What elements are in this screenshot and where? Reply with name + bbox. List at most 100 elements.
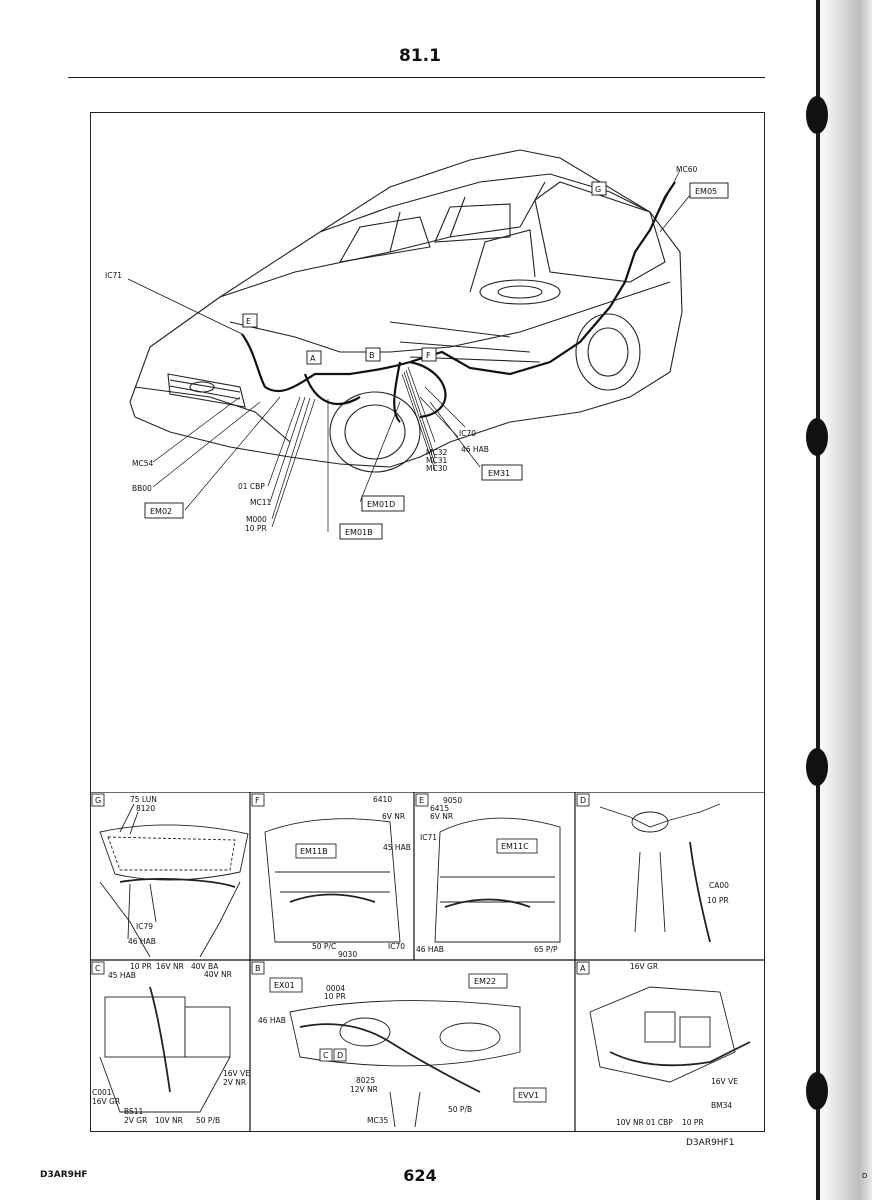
detail-d-label: 10 PR bbox=[707, 896, 729, 905]
detail-f-label: 50 P/C bbox=[312, 942, 336, 951]
detail-c-label: C001 bbox=[92, 1088, 112, 1097]
binder-hole-icon bbox=[806, 418, 828, 456]
detail-d-label: CA00 bbox=[709, 881, 729, 890]
binder-hole-icon bbox=[806, 96, 828, 134]
detail-c-label: 40V NR bbox=[204, 970, 232, 979]
detail-b-label: 8025 bbox=[356, 1076, 375, 1085]
detail-c-label: 50 P/B bbox=[196, 1116, 220, 1125]
detail-views-grid: G F E D C B A 75 LUN 8120 IC79 46 HAB EM… bbox=[90, 792, 764, 1131]
detail-f-label: 6410 bbox=[373, 795, 392, 804]
detail-c-label: 45 HAB bbox=[108, 971, 136, 980]
detail-e-drawing bbox=[434, 817, 561, 943]
vehicle-wiring-overview: E A B F G EM05 EM31 EM01D EM01B EM02 MC6… bbox=[105, 149, 729, 540]
detail-f-label: IC70 bbox=[388, 942, 405, 951]
detail-letter-e: E bbox=[419, 796, 424, 805]
detail-d-drawing bbox=[599, 803, 721, 943]
detail-b-label: MC35 bbox=[367, 1116, 388, 1125]
detail-g-label: 46 HAB bbox=[128, 937, 156, 946]
detail-c-label: 10 PR bbox=[130, 962, 152, 971]
corner-mark: D bbox=[862, 1172, 868, 1180]
detail-c-label: 16V VE bbox=[223, 1069, 250, 1078]
label-mc31: MC31 bbox=[426, 456, 447, 465]
drawing-reference: D3AR9HF1 bbox=[686, 1138, 735, 1148]
detail-a-label: 10 PR bbox=[682, 1118, 704, 1127]
detail-f-label: 9030 bbox=[338, 950, 357, 959]
label-mc32: MC32 bbox=[426, 448, 447, 457]
binder-hole-icon bbox=[806, 748, 828, 786]
detail-c-label: 2V NR bbox=[223, 1078, 246, 1087]
detail-c-drawing bbox=[99, 986, 231, 1113]
document-code: D3AR9HF bbox=[40, 1170, 88, 1180]
detail-g-label: 75 LUN bbox=[130, 795, 157, 804]
connector-em02: EM02 bbox=[150, 507, 172, 516]
detail-f-drawing bbox=[264, 818, 401, 943]
label-ic70: IC70 bbox=[459, 429, 476, 438]
detail-e-label: 6415 bbox=[430, 804, 449, 813]
connector-em11c: EM11C bbox=[501, 842, 529, 851]
detail-a-label: 01 CBP bbox=[646, 1118, 673, 1127]
detail-a-label: 10V NR bbox=[616, 1118, 644, 1127]
detail-letter-g: G bbox=[95, 796, 101, 805]
header-rule bbox=[68, 77, 765, 78]
connector-em11b: EM11B bbox=[300, 847, 328, 856]
detail-g-label: IC79 bbox=[136, 922, 153, 931]
detail-b-sub-letter: C bbox=[323, 1051, 329, 1060]
detail-f-label: 6V NR bbox=[382, 812, 405, 821]
label-10-pr: 10 PR bbox=[245, 524, 267, 533]
detail-letter-a: A bbox=[580, 964, 586, 973]
detail-c-label: 16V GR bbox=[92, 1097, 120, 1106]
section-number: 81.1 bbox=[399, 46, 441, 66]
label-ic71: IC71 bbox=[105, 271, 122, 280]
connector-em31: EM31 bbox=[488, 469, 510, 478]
detail-e-label: 65 P/P bbox=[534, 945, 558, 954]
binder-hole-icon bbox=[806, 1072, 828, 1110]
connector-em01b: EM01B bbox=[345, 528, 373, 537]
detail-e-label: IC71 bbox=[420, 833, 437, 842]
detail-letter-f: F bbox=[255, 796, 260, 805]
detail-letter-d: D bbox=[580, 796, 586, 805]
detail-e-label: 6V NR bbox=[430, 812, 453, 821]
detail-b-drawing bbox=[289, 1000, 521, 1128]
label-46-hab: 46 HAB bbox=[461, 445, 489, 454]
location-letter-b: B bbox=[369, 351, 375, 360]
label-m000: M000 bbox=[246, 515, 267, 524]
label-bb00: BB00 bbox=[132, 484, 152, 493]
detail-a-drawing bbox=[589, 986, 751, 1083]
detail-c-label: 10V NR bbox=[155, 1116, 183, 1125]
connector-evv1: EVV1 bbox=[518, 1091, 539, 1100]
detail-b-label: 0004 bbox=[326, 984, 345, 993]
detail-a-label: 16V GR bbox=[630, 962, 658, 971]
detail-c-label: 16V NR bbox=[156, 962, 184, 971]
detail-e-label: 9050 bbox=[443, 796, 462, 805]
detail-f-label: 45 HAB bbox=[383, 843, 411, 852]
detail-a-label: BM34 bbox=[711, 1101, 732, 1110]
detail-b-label: 12V NR bbox=[350, 1085, 378, 1094]
location-letter-a: A bbox=[310, 354, 316, 363]
location-letter-f: F bbox=[426, 351, 431, 360]
binder-edge-line bbox=[816, 0, 820, 1200]
detail-g-label: 8120 bbox=[136, 804, 155, 813]
detail-e-label: 46 HAB bbox=[416, 945, 444, 954]
detail-b-label: 50 P/B bbox=[448, 1105, 472, 1114]
label-mc54: MC54 bbox=[132, 459, 153, 468]
detail-g-drawing bbox=[99, 803, 249, 958]
detail-b-label: 10 PR bbox=[324, 992, 346, 1001]
label-01-cbp: 01 CBP bbox=[238, 482, 265, 491]
connector-em01d: EM01D bbox=[367, 500, 395, 509]
location-letter-g: G bbox=[595, 185, 601, 194]
detail-c-label: BS11 bbox=[124, 1107, 144, 1116]
detail-letter-b: B bbox=[255, 964, 261, 973]
label-mc11: MC11 bbox=[250, 498, 271, 507]
page-number: 624 bbox=[403, 1166, 437, 1185]
connector-em22: EM22 bbox=[474, 977, 496, 986]
connector-ex01: EX01 bbox=[274, 981, 295, 990]
label-mc60: MC60 bbox=[676, 165, 697, 174]
detail-letter-c: C bbox=[95, 964, 101, 973]
detail-b-label: 46 HAB bbox=[258, 1016, 286, 1025]
detail-a-label: 16V VE bbox=[711, 1077, 738, 1086]
diagram-frame bbox=[90, 112, 765, 1132]
detail-c-label: 2V GR bbox=[124, 1116, 147, 1125]
detail-b-sub-letter: D bbox=[337, 1051, 343, 1060]
detail-c-label: 40V BA bbox=[191, 962, 219, 971]
label-mc30: MC30 bbox=[426, 464, 447, 473]
